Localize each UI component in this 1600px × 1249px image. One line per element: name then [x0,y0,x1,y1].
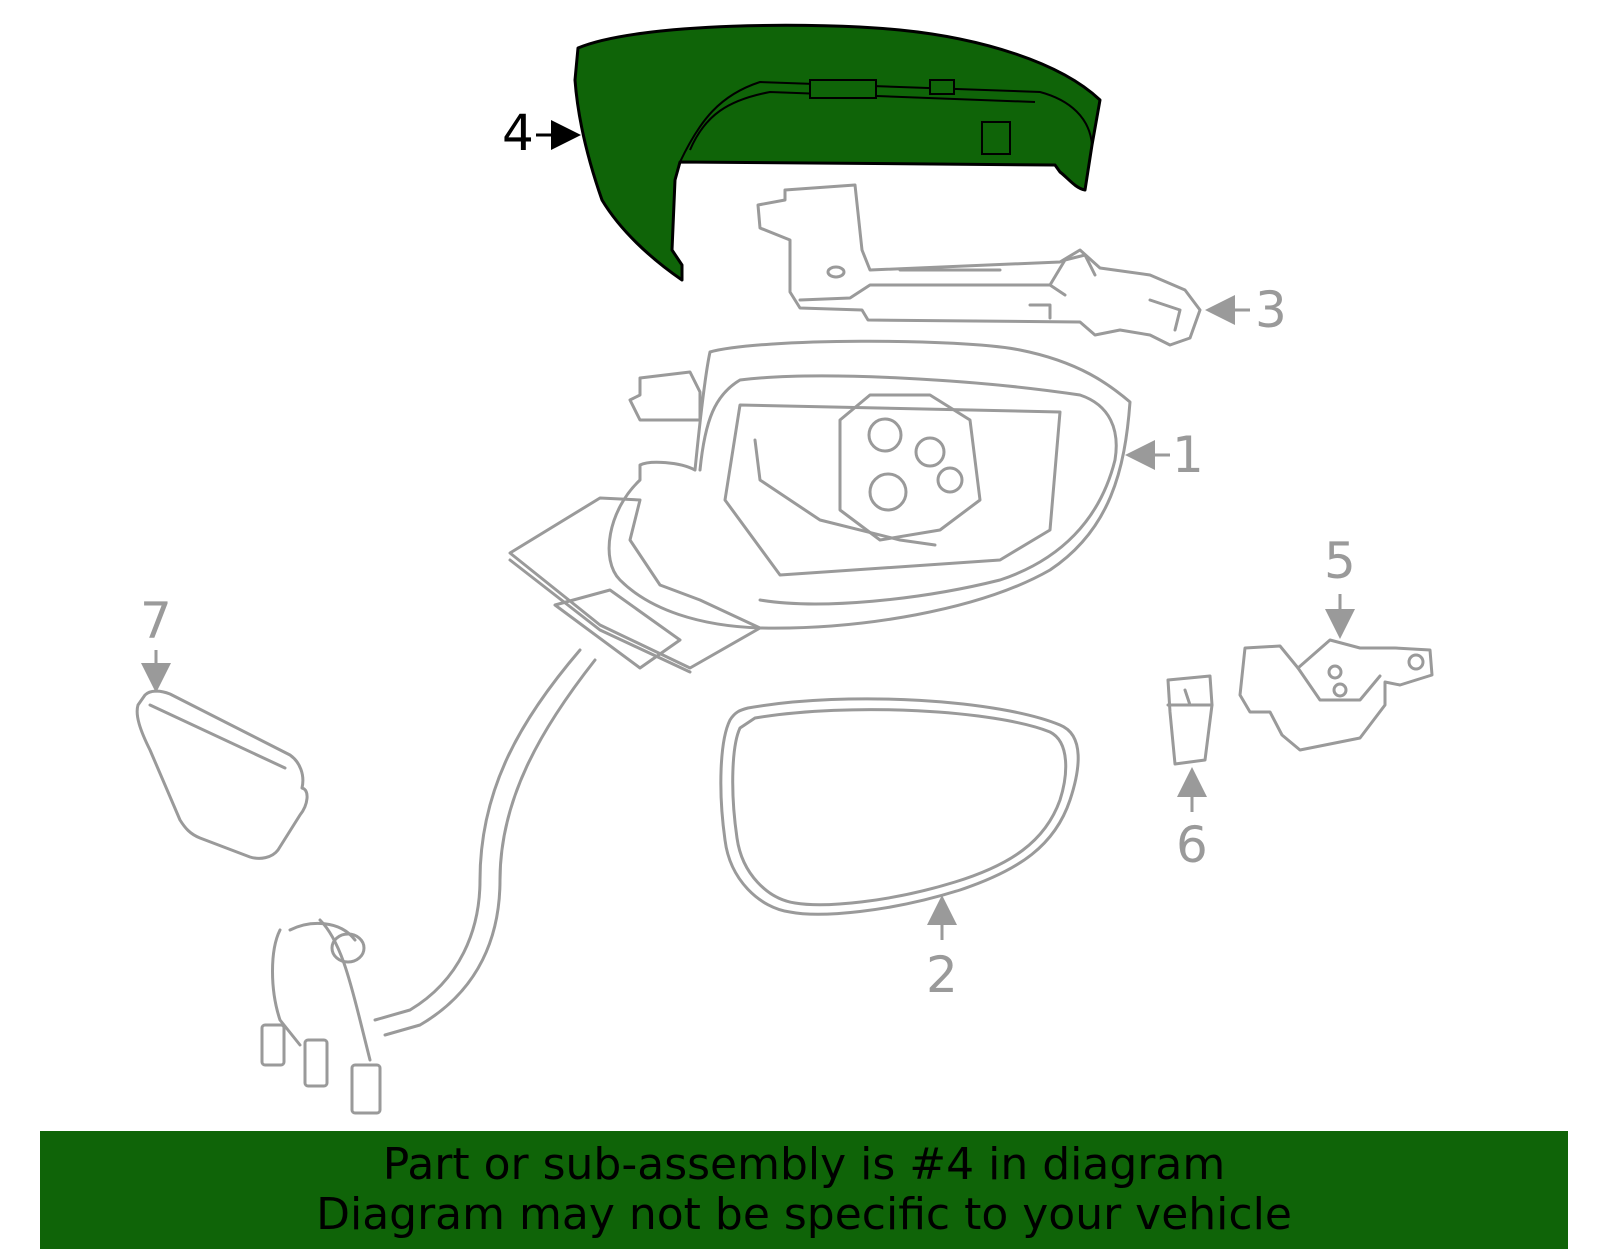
svg-text:6: 6 [1176,816,1208,874]
banner-line-1: Part or sub-assembly is #4 in diagram [382,1139,1226,1190]
callout-7: 7 [140,592,172,693]
part-5-motor-bracket[interactable] [1238,638,1434,752]
callout-5: 5 [1324,532,1356,639]
part-3-bracket[interactable] [756,183,1202,347]
svg-text:3: 3 [1255,281,1287,339]
callout-3: 3 [1205,281,1287,339]
callout-4: 4 [502,104,581,162]
part-2-mirror-glass[interactable] [719,697,1080,916]
part-7-cap[interactable] [135,689,309,860]
part-4-mirror-cover[interactable] [573,23,1102,282]
callout-6: 6 [1176,767,1208,874]
part-6-connector[interactable] [1166,674,1214,766]
svg-text:2: 2 [926,946,958,1004]
svg-text:4: 4 [502,104,534,162]
svg-text:5: 5 [1324,532,1356,590]
svg-text:1: 1 [1172,426,1204,484]
callout-2: 2 [926,895,958,1004]
info-banner: Part or sub-assembly is #4 in diagram Di… [40,1131,1568,1249]
svg-text:7: 7 [140,592,172,650]
callout-1: 1 [1125,426,1204,484]
part-1-mirror-assembly[interactable] [508,339,1132,674]
banner-line-2: Diagram may not be specific to your vehi… [316,1189,1292,1240]
wiring-harness [260,648,597,1115]
